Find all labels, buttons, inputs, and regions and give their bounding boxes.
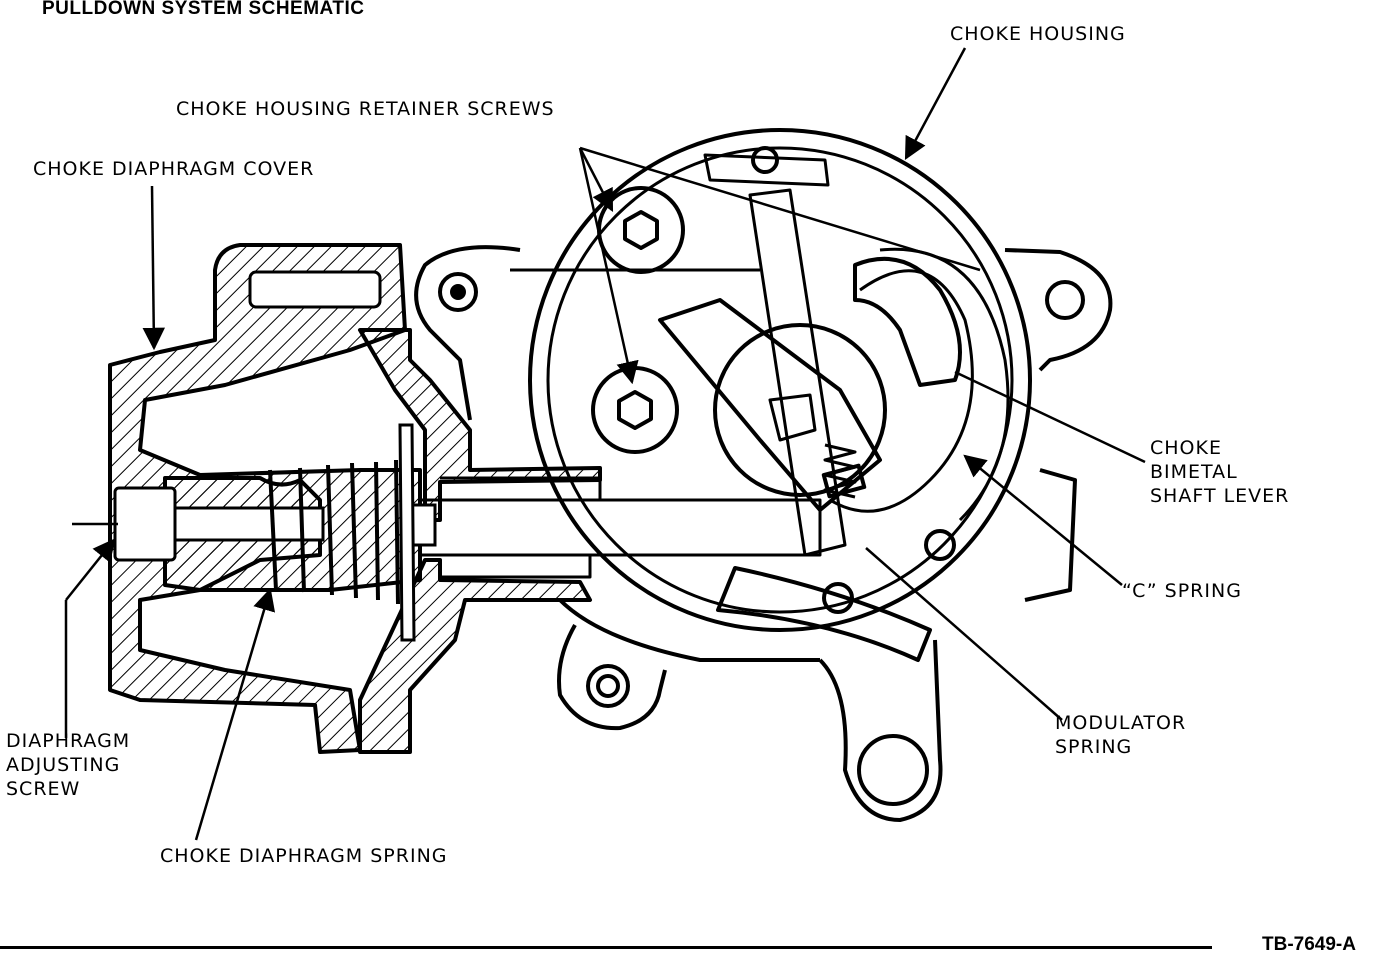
label-bimetal-shaft-lever: CHOKE BIMETAL SHAFT LEVER — [1150, 437, 1290, 507]
label-choke-housing: CHOKE HOUSING — [950, 23, 1126, 45]
housing-lower-right-block — [1024, 468, 1077, 602]
diagram-title: PULLDOWN SYSTEM SCHEMATIC — [42, 0, 365, 19]
leader-choke-housing — [904, 47, 967, 160]
bottom-rule — [0, 946, 1212, 949]
retainer-screw-upper — [597, 186, 685, 274]
lever-slot — [768, 393, 817, 442]
diaphragm-housing-right — [358, 328, 602, 522]
choke-bimetal-lever — [658, 298, 882, 512]
leader-diaphragm-cover — [142, 185, 165, 351]
choke-diaphragm-spring — [268, 459, 400, 605]
rod-pivot — [751, 146, 779, 174]
retainer-screw-lower — [591, 366, 679, 454]
leader-bimetal-lever — [954, 370, 1146, 464]
flange-bolt-hole-right — [1045, 280, 1085, 320]
diaphragm-adjusting-screw-shank — [173, 506, 325, 542]
diaphragm-adjusting-screw-head — [113, 486, 177, 562]
pulldown-arc-segment — [716, 566, 932, 662]
housing-bottom-tab — [818, 639, 943, 822]
linkage-plate — [703, 153, 830, 187]
choke-shaft-hub — [713, 323, 887, 497]
lug-hole-left — [438, 272, 478, 312]
bottom-tab-hole — [857, 734, 929, 806]
lug-hole-bottom — [586, 664, 630, 708]
choke-rod — [748, 188, 847, 557]
label-c-spring: “C” SPRING — [1122, 580, 1242, 602]
leader-c-spring — [963, 454, 1123, 586]
c-spring-outer — [879, 247, 1010, 522]
housing-left-lug — [414, 245, 521, 421]
label-diaphragm-cover: CHOKE DIAPHRAGM COVER — [33, 158, 315, 180]
label-modulator-spring: MODULATOR SPRING — [1055, 712, 1187, 758]
label-diaphragm-spring: CHOKE DIAPHRAGM SPRING — [160, 845, 448, 867]
label-diaphragm-adjusting-screw: DIAPHRAGM ADJUSTING SCREW — [6, 730, 131, 800]
label-retainer-screws: CHOKE HOUSING RETAINER SCREWS — [176, 98, 555, 120]
retainer-screw-lower-hex — [617, 390, 653, 430]
housing-lower-lug — [557, 624, 667, 731]
choke-housing-outline — [528, 128, 1032, 632]
lug-hole-bottom-inner — [596, 674, 620, 698]
choke-housing-inner-ring — [546, 146, 1014, 614]
upper-plug — [248, 270, 382, 309]
leader-retainer-screw-3 — [579, 146, 981, 272]
c-spring — [829, 269, 974, 513]
arc-segment-hole — [822, 582, 854, 614]
housing-right-flange — [1004, 248, 1113, 372]
leader-diaphragm-spring — [194, 587, 276, 841]
leader-retainer-screw-1 — [578, 147, 614, 212]
side-hole — [924, 529, 956, 561]
diaphragm-membrane — [398, 423, 416, 642]
figure-id: TB-7649-A — [1262, 934, 1356, 955]
leader-retainer-screw-2 — [578, 147, 639, 385]
lug-hole-left-inner — [450, 284, 466, 300]
bimetal-cam — [853, 256, 962, 387]
leader-modulator-spring — [865, 547, 1063, 721]
diaphragm-housing-lower — [358, 558, 592, 754]
retainer-screw-upper-hex — [623, 210, 659, 250]
modulator-spring-cap — [821, 463, 867, 499]
